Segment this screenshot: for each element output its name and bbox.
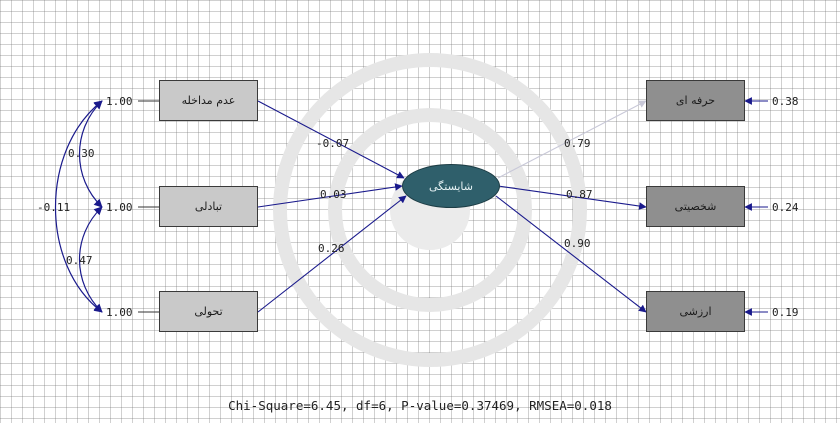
error-label-3: 0.19 — [772, 306, 799, 319]
covariance-arc-2-3 — [78, 206, 103, 313]
path-out-1 — [497, 100, 647, 179]
indicator-var-personality[interactable]: شخصیتی — [646, 186, 745, 227]
latent-var-label: شایستگی — [429, 179, 474, 193]
path-out-2 — [497, 185, 647, 210]
latent-var-competence[interactable]: شایستگی — [402, 164, 500, 208]
covariance-arc-1-2 — [78, 100, 103, 208]
observed-var-transactional[interactable]: تبادلی — [159, 186, 258, 227]
path-in-label-3: 0.26 — [318, 242, 345, 255]
covariance-label-1-3: -0.11 — [37, 201, 70, 214]
indicator-var-professional[interactable]: حرفه ای — [646, 80, 745, 121]
path-in-label-1: -0.07 — [316, 137, 349, 150]
indicator-var-value[interactable]: ارزشی — [646, 291, 745, 332]
error-label-1: 0.38 — [772, 95, 799, 108]
observed-var-non-intervention[interactable]: عدم مداخله — [159, 80, 258, 121]
indicator-var-label: شخصیتی — [674, 200, 717, 213]
variance-label-3: 1.00 — [106, 306, 133, 319]
path-out-label-2: 0.87 — [566, 188, 593, 201]
observed-var-transformational[interactable]: تحولی — [159, 291, 258, 332]
variance-label-1: 1.00 — [106, 95, 133, 108]
indicator-var-label: حرفه ای — [675, 94, 716, 107]
observed-var-label: عدم مداخله — [181, 94, 236, 107]
fit-statistics: Chi-Square=6.45, df=6, P-value=0.37469, … — [228, 398, 612, 413]
path-out-label-3: 0.90 — [564, 237, 591, 250]
path-in-label-2: 0.03 — [320, 188, 347, 201]
variance-label-2: 1.00 — [106, 201, 133, 214]
covariance-label-1-2: 0.30 — [68, 147, 95, 160]
covariance-label-2-3: 0.47 — [66, 254, 93, 267]
path-in-2 — [257, 183, 403, 208]
path-out-3 — [495, 195, 647, 313]
observed-var-label: تبادلی — [194, 200, 223, 213]
indicator-var-label: ارزشی — [679, 305, 712, 318]
error-label-2: 0.24 — [772, 201, 799, 214]
path-out-label-1: 0.79 — [564, 137, 591, 150]
path-in-1 — [257, 100, 405, 179]
observed-var-label: تحولی — [194, 305, 223, 318]
path-in-3 — [257, 195, 407, 313]
covariance-arc-1-3 — [55, 100, 103, 313]
